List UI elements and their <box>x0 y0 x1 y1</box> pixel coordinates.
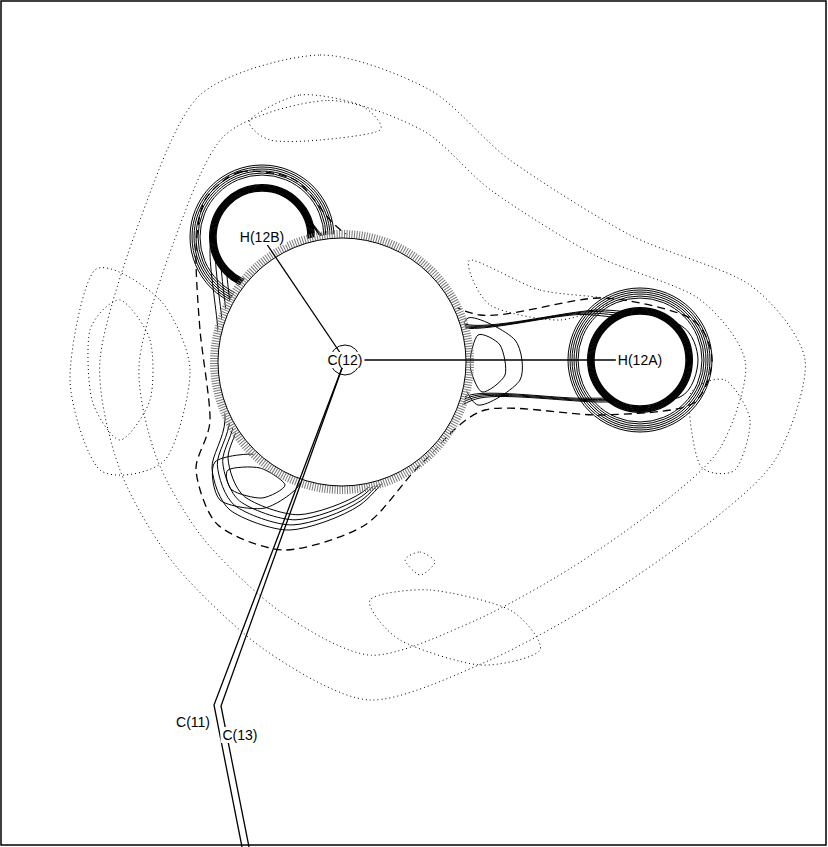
bond-line <box>262 237 345 360</box>
bond-line <box>345 359 640 360</box>
dotted-contour <box>689 379 750 474</box>
dotted-contour <box>88 300 153 440</box>
contours <box>70 55 805 700</box>
bond-line <box>221 360 345 847</box>
core-circle <box>214 234 470 490</box>
dotted-contour <box>249 95 381 142</box>
zero-contour <box>196 171 712 550</box>
bond-lobe <box>470 334 506 392</box>
atom-label: H(12A) <box>616 352 664 368</box>
dotted-contour <box>70 268 190 476</box>
dotted-contour <box>139 100 746 655</box>
dotted-contour <box>100 55 806 700</box>
dotted-contour <box>405 552 435 575</box>
core-circle <box>218 238 466 486</box>
atom-label: C(12) <box>325 352 364 368</box>
bond-line <box>214 360 345 847</box>
positive-contour <box>210 189 698 530</box>
bonds <box>214 237 640 847</box>
atom-label: C(11) <box>174 714 212 730</box>
atom-label: C(13) <box>220 727 259 743</box>
dotted-contour <box>369 590 540 665</box>
atom-label: H(12B) <box>238 229 286 245</box>
